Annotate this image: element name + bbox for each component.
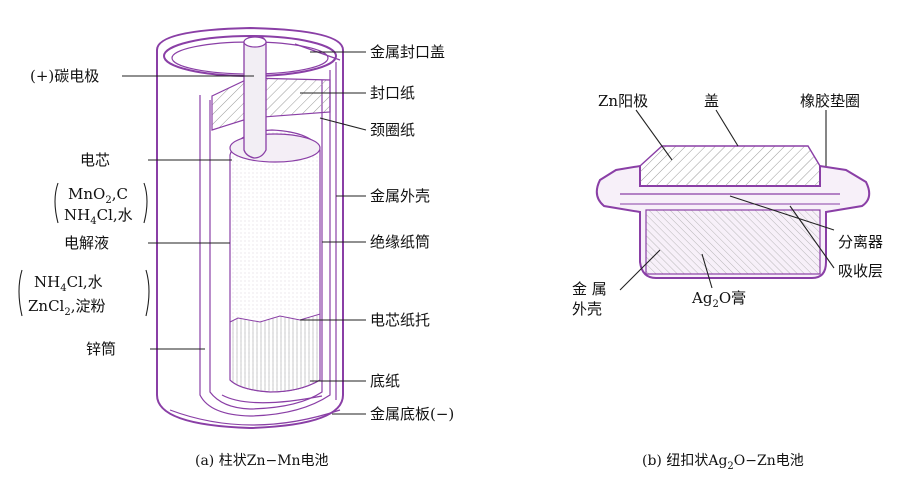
label-zinc-can: 锌筒: [86, 340, 116, 358]
electrolyte-formula-line2: ZnCl2,淀粉: [28, 297, 106, 318]
core-formula-line2: NH4Cl,水: [64, 206, 133, 227]
label-carbon-rod: (+)碳电极: [30, 67, 99, 85]
label-absorber: 吸收层: [838, 262, 883, 280]
cylinder-battery: [157, 28, 343, 428]
zn-anode-lid: [640, 146, 820, 186]
label-electrolyte: 电解液: [64, 234, 109, 252]
button-cell: [597, 146, 869, 278]
core-paper-tray: [230, 314, 320, 392]
label-seal-paper: 封口纸: [370, 84, 415, 102]
carbon-rod-top: [244, 37, 266, 47]
label-metal-cap: 金属封口盖: [370, 43, 445, 61]
label-separator: 分离器: [838, 233, 883, 251]
label-rubber-gasket: 橡胶垫圈: [800, 92, 860, 110]
label-zn-anode: Zn阳极: [598, 92, 648, 110]
bottom-paper: [222, 395, 322, 403]
label-lid: 盖: [704, 92, 719, 110]
label-core: 电芯: [80, 151, 110, 169]
label-metal-shell-b-2: 外壳: [572, 300, 602, 318]
label-metal-shell-b-1: 金 属: [572, 280, 607, 298]
caption-a: (a) 柱状Zn−Mn电池: [195, 453, 329, 469]
ag2o-paste: [646, 210, 820, 274]
core-formula-line1: MnO2,C: [68, 185, 128, 206]
label-insulating-tube: 绝缘纸筒: [370, 233, 430, 251]
electrolyte-formula-line1: NH4Cl,水: [34, 273, 103, 294]
label-metal-shell: 金属外壳: [370, 187, 430, 205]
electrolyte-formula-bracket: NH4Cl,水 ZnCl2,淀粉: [19, 270, 149, 318]
label-metal-bottom: 金属底板(−): [370, 405, 454, 423]
carbon-rod: [244, 36, 266, 158]
label-core-tray: 电芯纸托: [370, 311, 430, 329]
seal-paper: [212, 78, 330, 130]
caption-b: (b) 纽扣状Ag2O−Zn电池: [642, 453, 804, 472]
label-bottom-paper: 底纸: [370, 372, 400, 390]
core-formula-bracket: MnO2,C NH4Cl,水: [55, 183, 147, 227]
label-ag2o-paste: Ag2O膏: [691, 289, 746, 310]
label-neck-paper: 颈圈纸: [370, 121, 415, 139]
